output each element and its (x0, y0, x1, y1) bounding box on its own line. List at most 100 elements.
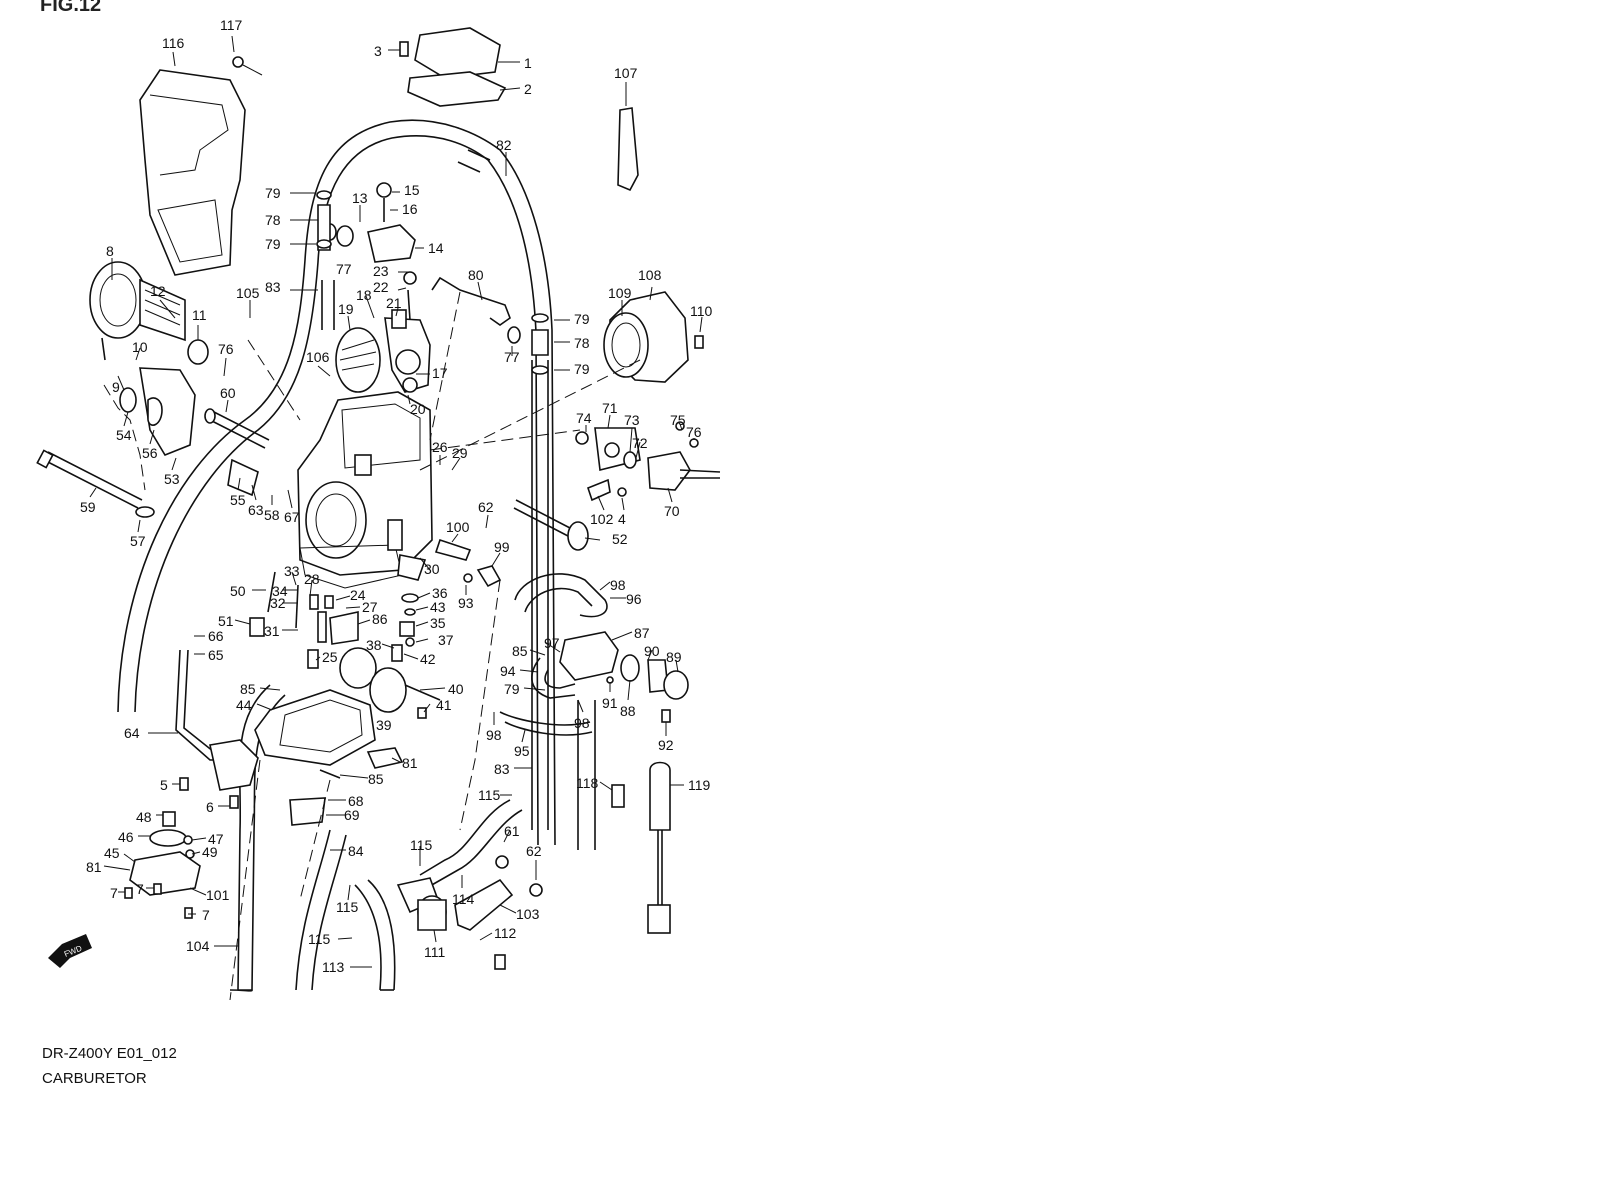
callout-23: 23 (373, 263, 389, 279)
callout-36: 36 (432, 585, 448, 601)
top-cap-assembly (399, 27, 507, 107)
callout-72: 72 (632, 435, 648, 451)
callout-39: 39 (376, 717, 392, 733)
callout-44: 44 (236, 697, 252, 713)
callout-77b: 77 (504, 349, 520, 365)
callout-67: 67 (284, 509, 300, 525)
callout-78: 78 (265, 212, 281, 228)
callout-118: 118 (576, 775, 599, 791)
callout-62b: 62 (526, 843, 542, 859)
callout-87: 87 (634, 625, 650, 641)
intake-boot-108 (603, 291, 704, 383)
callout-41: 41 (436, 697, 452, 713)
callout-79c: 79 (574, 311, 590, 327)
callout-29: 29 (452, 445, 468, 461)
throttle-bracket (119, 367, 196, 456)
callout-104: 104 (186, 938, 210, 954)
callout-61: 61 (504, 823, 520, 839)
callout-30: 30 (424, 561, 440, 577)
callout-32: 32 (270, 595, 286, 611)
callout-9: 9 (112, 379, 120, 395)
callout-95: 95 (514, 743, 530, 759)
callout-14: 14 (428, 240, 444, 256)
callout-93: 93 (458, 595, 474, 611)
callout-81: 81 (402, 755, 418, 771)
solenoid-valve-111 (417, 855, 543, 970)
callout-8: 8 (106, 243, 114, 259)
callout-115c: 115 (336, 899, 359, 915)
callout-1: 1 (524, 55, 532, 71)
fitting-78-79-right (507, 313, 549, 375)
figure-header: FIG.12 (40, 0, 102, 16)
assembly-guides (103, 291, 641, 1001)
sensor-119 (611, 761, 671, 934)
callout-2: 2 (524, 81, 532, 97)
callout-42: 42 (420, 651, 436, 667)
callout-114: 114 (452, 891, 475, 907)
callout-labels: 117 116 3 1 2 107 82 79 13 15 16 78 79 1… (80, 17, 713, 975)
callout-52: 52 (612, 531, 628, 547)
callout-101: 101 (206, 887, 230, 903)
carburetor-body (297, 391, 433, 589)
callout-68: 68 (348, 793, 364, 809)
callout-107: 107 (614, 65, 638, 81)
callout-79e: 79 (504, 681, 520, 697)
adjust-screw-52 (513, 499, 589, 551)
callout-51: 51 (218, 613, 234, 629)
callout-78b: 78 (574, 335, 590, 351)
callout-80: 80 (468, 267, 484, 283)
callout-108: 108 (638, 267, 662, 283)
callout-28: 28 (304, 571, 320, 587)
callout-10: 10 (132, 339, 148, 355)
callout-96: 96 (626, 591, 642, 607)
callout-66: 66 (208, 628, 224, 644)
callout-84: 84 (348, 843, 364, 859)
callout-74: 74 (576, 410, 592, 426)
callout-110: 110 (690, 303, 713, 319)
starter-plunger (575, 421, 721, 502)
callout-85c: 85 (368, 771, 384, 787)
diagram-title: CARBURETOR (42, 1070, 147, 1087)
callout-7: 7 (110, 885, 118, 901)
callout-26: 26 (432, 439, 448, 455)
direction-badge: FWD (48, 934, 92, 968)
callout-20: 20 (410, 401, 426, 417)
callout-76b: 76 (686, 424, 702, 440)
callout-34: 34 (272, 583, 288, 599)
callout-82: 82 (496, 137, 512, 153)
float-bowl-44 (254, 689, 404, 826)
tps-bracket-64 (175, 649, 259, 809)
callout-18: 18 (356, 287, 372, 303)
callout-16: 16 (402, 201, 418, 217)
callout-46: 46 (118, 829, 134, 845)
jets-and-screws (249, 538, 502, 719)
callout-64: 64 (124, 725, 140, 741)
callout-27: 27 (362, 599, 378, 615)
callout-45: 45 (104, 845, 120, 861)
callout-3: 3 (374, 43, 382, 59)
callout-62: 62 (478, 499, 494, 515)
callout-69: 69 (344, 807, 360, 823)
pump-87 (559, 631, 689, 723)
callout-37: 37 (438, 632, 454, 648)
callout-94: 94 (500, 663, 516, 679)
callout-58: 58 (264, 507, 280, 523)
air-duct-cover-116 (139, 56, 263, 276)
callout-48: 48 (136, 809, 152, 825)
cable-80 (431, 276, 511, 326)
callout-57: 57 (130, 533, 146, 549)
callout-65: 65 (208, 647, 224, 663)
callout-49: 49 (202, 844, 218, 860)
callout-85b: 85 (240, 681, 256, 697)
callout-55: 55 (230, 492, 246, 508)
callout-116: 116 (162, 35, 185, 51)
callout-103: 103 (516, 906, 540, 922)
callout-115: 115 (478, 787, 501, 803)
callout-97: 97 (544, 635, 560, 651)
callout-25: 25 (322, 649, 338, 665)
callout-90: 90 (644, 643, 660, 659)
callout-75: 75 (670, 412, 686, 428)
leader-lines (89, 35, 703, 968)
callout-113: 113 (322, 959, 345, 975)
callout-19: 19 (338, 301, 354, 317)
